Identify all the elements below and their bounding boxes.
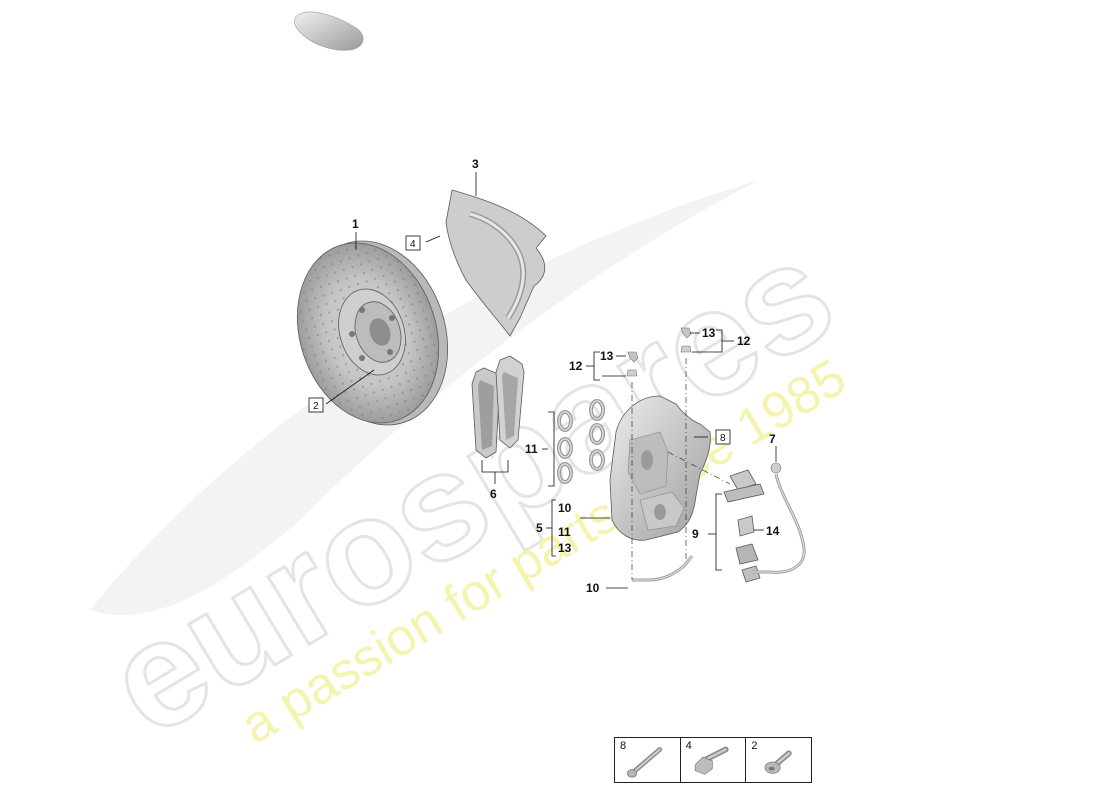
wear-sensor (752, 462, 806, 574)
callout-7: 7 (769, 432, 776, 446)
callout-13-left: 13 (600, 349, 614, 363)
svg-text:4: 4 (410, 239, 416, 250)
callout-1: 1 (352, 217, 359, 231)
bleeder-line (632, 555, 694, 582)
svg-text:8: 8 (720, 433, 726, 444)
callout-leaders (325, 172, 777, 589)
hex-bolt-icon (694, 746, 729, 775)
assembly-lines (631, 358, 731, 580)
splash-shield (445, 189, 547, 337)
legend-cell-hex-bolt: 4 (681, 738, 747, 782)
countersunk-screw-icon (765, 750, 793, 774)
brake-disc (296, 240, 449, 426)
callout-3: 3 (472, 157, 479, 171)
callout-12-right: 12 (737, 334, 751, 348)
callout-11-seals: 11 (525, 442, 538, 456)
callout-13-right: 13 (702, 326, 716, 340)
callout-5-item-13: 13 (558, 541, 572, 555)
callout-box-8: 8 (715, 429, 731, 445)
callout-5-item-10: 10 (558, 501, 572, 515)
seal-rings (557, 399, 605, 484)
legend-cell-long-bolt: 8 (615, 738, 681, 782)
brake-caliper (609, 395, 711, 541)
callout-12-left: 12 (569, 359, 583, 373)
legend-number: 4 (685, 740, 692, 752)
legend-cell-countersunk-screw: 2 (746, 738, 811, 782)
long-bolt-icon (626, 747, 663, 778)
legend-number: 8 (620, 740, 627, 752)
grease-pebble (294, 11, 364, 51)
legend-number: 2 (751, 740, 758, 752)
callout-box-2: 2 (308, 397, 324, 413)
callout-5-item-11: 11 (558, 525, 571, 539)
callout-14: 14 (766, 524, 780, 538)
callout-5: 5 (536, 521, 543, 535)
callout-9: 9 (692, 527, 699, 541)
spring-set (723, 469, 765, 583)
brake-pads (471, 355, 525, 459)
callout-6: 6 (490, 487, 497, 501)
callout-10-line: 10 (586, 581, 600, 595)
callout-box-4: 4 (405, 235, 421, 251)
svg-text:2: 2 (313, 401, 319, 412)
fastener-legend: 8 4 2 (614, 737, 812, 783)
bleed-caps (626, 327, 692, 377)
